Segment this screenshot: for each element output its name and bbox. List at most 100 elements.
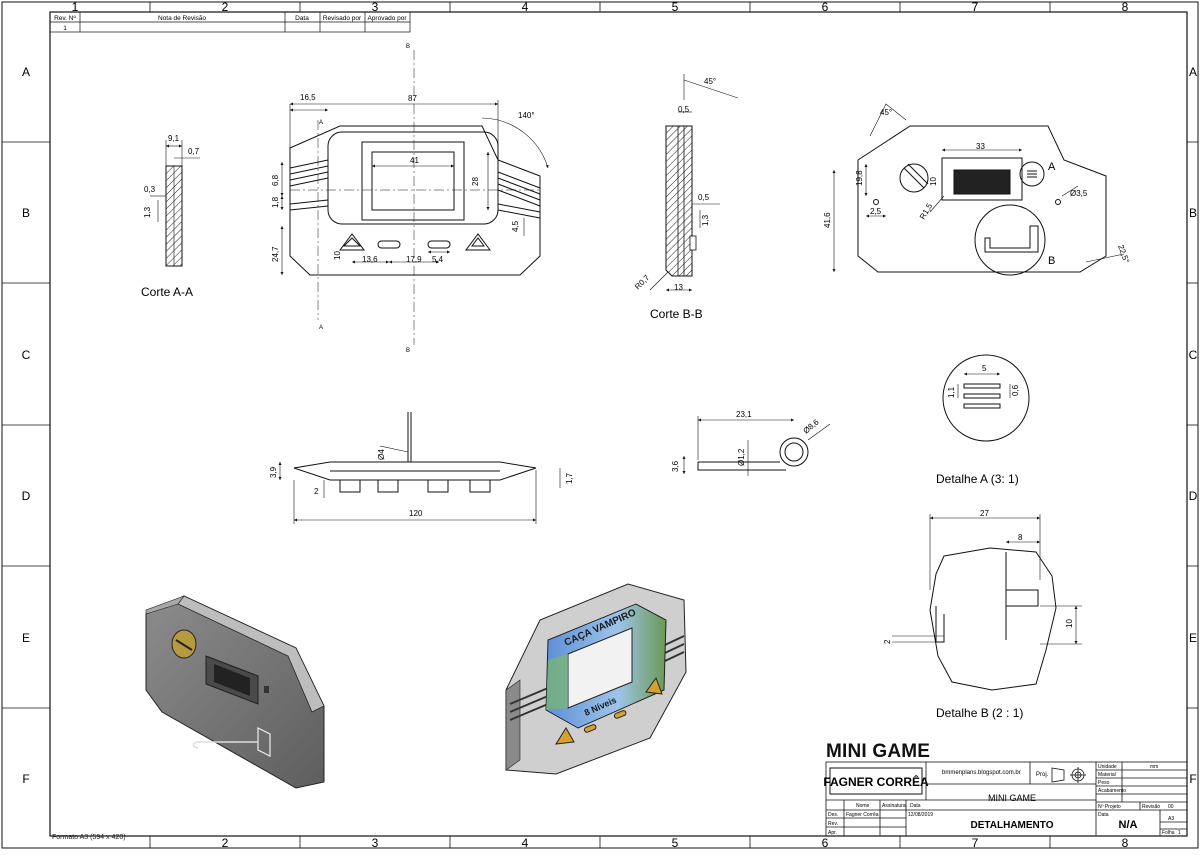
dimension-label: 23,1 [736,410,752,419]
section-b-b-view: 0,5 45° 0,5 1,3 R0,7 13 Corte B-B [633,74,739,321]
rev-header: Nota de Revisão [158,15,206,22]
project-title: MINI GAME [826,741,931,762]
dimension-label: 41,6 [823,212,832,228]
rev-header: Data [295,15,309,22]
col-label: 4 [522,836,529,850]
sheet-value: 1 [1178,830,1181,836]
dimension-label: 17,9 [406,255,422,264]
dimension-label: 13,6 [362,255,378,264]
right-label: Peso [1098,780,1110,786]
dimension-label: 27 [980,509,989,518]
row-label: D [22,489,31,503]
frame-column-labels: 1 2 3 4 5 6 7 8 2 3 4 5 6 7 8 [72,0,1129,850]
col-label: 4 [522,0,529,14]
front-view: 16,5 87 140° 41 28 6,8 1,8 24,7 13,6 17,… [271,44,549,354]
col-label: 2 [222,0,229,14]
dimension-label: 0,6 [1011,384,1020,396]
detail-b-marker: B [1048,255,1055,267]
drawing-title: DETALHAMENTO [971,820,1054,831]
right-label: Revisão [1142,804,1160,810]
col-label: 2 [222,836,229,850]
cut-letter: B [406,348,410,354]
size-value: A3 [1168,816,1174,822]
col-label: 3 [372,836,379,850]
dimension-label: 45° [880,108,892,117]
cut-letter: A [319,325,323,331]
right-label: Folha [1162,830,1175,836]
dimension-label: 3,9 [269,466,278,478]
side-view: 3,9 2 1,7 120 Ø4 [269,412,574,524]
dimension-label: 13 [674,283,683,292]
design-date: 12/08/2019 [908,812,933,818]
wire-view: 23,1 3,6 Ø1,2 Ø8,6 [671,410,831,476]
section-a-a-label: Corte A-A [141,285,193,299]
section-a-a-view: 9,1 0,7 0,3 1,3 Corte A-A [141,134,200,299]
dimension-label: 41 [410,156,419,165]
col-label: 6 [822,0,829,14]
rev-number: 1 [63,25,67,32]
row-label: A [22,65,30,79]
scale-value: N/A [1119,819,1138,831]
rev-header: Revisado por [323,15,362,22]
dimension-label: 1,3 [701,214,710,226]
dimension-label: 10 [929,177,938,186]
right-label: Nº Projeto [1098,804,1121,810]
detail-b-view: 27 8 10 2 Detalhe B (2 : 1) [883,509,1082,720]
dimension-label: 2,5 [870,207,882,216]
dimension-label: 6,8 [271,174,280,186]
dimension-label: 1,1 [947,386,956,398]
row-label: F [1189,772,1196,786]
dimension-label: 87 [408,94,417,103]
row-label: E [1189,631,1197,645]
dimension-label: 8 [1018,533,1023,542]
col-label: 8 [1122,836,1129,850]
projection-label: Proj. [1036,772,1049,778]
sign-header: Data [910,803,921,809]
right-label: Data [1098,812,1109,818]
dimension-label: 1,3 [143,206,152,218]
dimension-label: 22,5° [1116,244,1131,265]
row-label: B [22,206,30,220]
dimension-label: 9,1 [168,134,180,143]
dimension-label: 0,7 [188,147,200,156]
dimension-label: 1,7 [565,472,574,484]
center-title: MINI GAME [988,793,1036,803]
isometric-back-render [145,595,325,789]
col-label: 1 [72,0,79,14]
dimension-label: 10 [1065,619,1074,628]
col-label: 5 [672,0,679,14]
detail-a-view: 5 1,1 0,6 Detalhe A (3: 1) [936,354,1030,486]
cut-letter: B [406,44,410,50]
dimension-label: R0,7 [633,273,652,292]
row-label: A [1189,65,1197,79]
dimension-label: 24,7 [271,246,280,262]
company-name: FAGNER CORRÊA [823,774,929,789]
sign-row: Rev. [828,821,838,827]
detail-a-label: Detalhe A (3: 1) [936,472,1019,486]
dimension-label: 2 [314,487,319,496]
section-b-b-label: Corte B-B [650,307,703,321]
col-label: 8 [1122,0,1129,14]
dimension-label: 0,3 [144,185,156,194]
dimension-label: Ø3,5 [1070,189,1088,198]
isometric-front-render: CAÇA VAMPIRO 8 Níveis [505,583,687,775]
dimension-label: 120 [409,509,423,518]
dimension-label: Ø1,2 [737,448,746,466]
detail-a-marker: A [1048,161,1056,173]
row-label: C [22,348,31,362]
projection-symbol-icon [1051,767,1086,783]
sign-row: Apr. [828,830,837,836]
dimension-label: 0,5 [678,105,690,114]
revision-table: Rev. Nº Nota de Revisão Data Revisado po… [49,11,411,33]
dimension-label: 2 [883,639,892,644]
dimension-label: 0,5 [698,193,710,202]
detail-b-label: Detalhe B (2 : 1) [936,706,1023,720]
unit-value: mm [1150,764,1158,770]
row-label: F [22,772,29,786]
dimension-label: 10 [333,251,342,260]
sign-row: Des. [828,812,838,818]
frame-row-labels: A B C D E F A B C D E F [22,65,1198,786]
